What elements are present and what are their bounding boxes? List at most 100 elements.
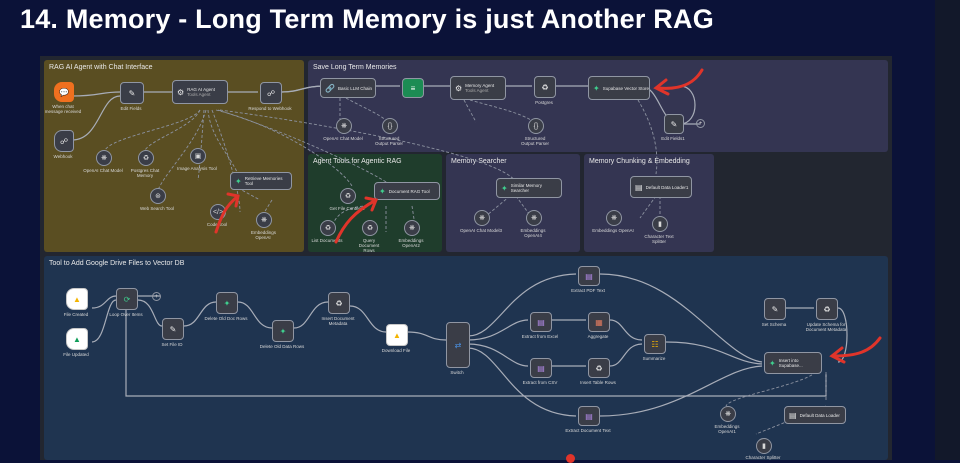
node-title: Memory Agent (465, 83, 495, 88)
node-label: Embeddings OpenAI2 (398, 238, 424, 248)
webhook-node[interactable]: ☍ (54, 130, 74, 152)
node-label: Delete Old Data Rows (259, 344, 305, 349)
embeddings-openai5-node[interactable]: ❋ (606, 210, 622, 226)
image-tool-node[interactable]: ▣ (190, 148, 206, 164)
loop-icon: ⟳ (123, 294, 131, 304)
extract-excel-node[interactable]: ▤ (530, 312, 552, 332)
node-title: Basic LLM Chain (337, 85, 372, 91)
insert-supabase-node[interactable]: ✦ Insert into Supabase... (764, 352, 822, 374)
embeddings-openai-node[interactable]: ❋ (256, 212, 272, 228)
set-file-id-node[interactable]: ✎ (162, 318, 184, 340)
embeddings-openai1-node[interactable]: ❋ (720, 406, 736, 422)
supabase-store-node[interactable]: ✦ Supabase Vector Store (588, 76, 650, 100)
set-schema-node[interactable]: ✎ (764, 298, 786, 320)
list-documents-node[interactable]: ♻ (320, 220, 336, 236)
openai-icon: ❋ (261, 217, 267, 224)
extract-pdf-node[interactable]: ▤ (578, 266, 600, 286)
database-icon: ♻ (595, 363, 603, 373)
file-icon: ▤ (585, 271, 593, 281)
node-title: Document RAG Tool (388, 188, 430, 194)
node-label: Embeddings OpenAI1 (714, 424, 740, 434)
download-file-node[interactable]: ▲ (386, 324, 408, 346)
chat-trigger-node[interactable]: 💬 (54, 82, 74, 102)
openai-chat3-node[interactable]: ❋ (474, 210, 490, 226)
similar-memory-node[interactable]: ✦ Similar Memory Searcher (496, 178, 562, 198)
document-rag-tool-node[interactable]: ✦ Document RAG Tool (374, 182, 440, 200)
node-label: Switch (450, 370, 464, 375)
node-title: Retrieve Memories Tool (244, 176, 283, 186)
loop-over-items-node[interactable]: ⟳ (116, 288, 138, 310)
node-title: Supabase Vector Store (602, 85, 649, 91)
node-label: Summarize (642, 356, 666, 361)
file-icon: ▤ (537, 317, 545, 327)
postgres-node[interactable]: ♻ (534, 76, 556, 98)
extract-doc-text-node[interactable]: ▤ (578, 406, 600, 426)
structured-parser-node[interactable]: {} (382, 118, 398, 134)
node-label: Update Schema for Document Metadata (805, 322, 847, 332)
summarize-node[interactable]: ☷ (644, 334, 666, 354)
openai-icon: ❋ (531, 215, 537, 222)
node-label: Character Splitter (745, 455, 781, 460)
switch-node[interactable]: ⇄ (446, 322, 470, 368)
web-search-node[interactable]: ⊛ (150, 188, 166, 204)
embeddings-openai2-node[interactable]: ❋ (404, 220, 420, 236)
section-save-memories: Save Long Term Memories (308, 60, 888, 152)
merge-icon: ≡ (410, 83, 416, 93)
embeddings-openai4-node[interactable]: ❋ (526, 210, 542, 226)
delete-doc-rows-node[interactable]: ✦ (216, 292, 238, 314)
char-splitter-node[interactable]: ▮ (652, 216, 668, 232)
add-node-button[interactable]: + (696, 119, 705, 128)
postgres-memory-node[interactable]: ♻ (138, 150, 154, 166)
node-subtitle: Tools Agent (465, 88, 489, 93)
node-label: Download File (381, 348, 411, 353)
query-doc-rows-node[interactable]: ♻ (362, 220, 378, 236)
database-icon: ♻ (823, 304, 831, 314)
openai-chat2-node[interactable]: ❋ (336, 118, 352, 134)
supabase-icon: ✦ (593, 83, 600, 93)
node-label: Edit Fields1 (661, 136, 685, 141)
file-created-trigger[interactable]: ▲ (66, 288, 88, 310)
add-node-button[interactable]: + (152, 292, 161, 301)
annotation-arrows (214, 68, 882, 364)
pencil-icon: ✎ (670, 119, 678, 129)
vector-icon: ✦ (279, 326, 287, 336)
edit-fields1-node[interactable]: ✎ (664, 114, 684, 134)
file-updated-trigger[interactable]: ▲ (66, 328, 88, 350)
aggregate-node[interactable]: ▦ (588, 312, 610, 332)
vector-icon: ✦ (379, 186, 386, 196)
insert-table-rows-node[interactable]: ♻ (588, 358, 610, 378)
code-icon: {} (533, 122, 539, 130)
robot-icon: ⚙ (177, 87, 185, 97)
section-title: Agent Tools for Agentic RAG (313, 158, 402, 165)
structured-parser2-node[interactable]: {} (528, 118, 544, 134)
default-data-loader-node[interactable]: ▤ Default Data Loader (784, 406, 846, 424)
node-label: Insert Document Metadata (321, 316, 355, 326)
default-loader1-node[interactable]: ▤ Default Data Loader1 (630, 176, 692, 198)
openai-icon: ❋ (725, 411, 731, 418)
edit-fields-node[interactable]: ✎ (120, 82, 144, 104)
get-file-contents-node[interactable]: ♻ (340, 188, 356, 204)
respond-webhook-node[interactable]: ☍ (260, 82, 282, 104)
node-label: Insert Table Rows (580, 380, 616, 385)
node-label: File Updated (63, 352, 89, 357)
node-label: Extract from CSV (522, 380, 558, 385)
node-label: Structured Output Parser (520, 136, 549, 146)
node-label: Loop Over Items (109, 312, 143, 317)
extract-csv-node[interactable]: ▤ (530, 358, 552, 378)
update-schema-node[interactable]: ♻ (816, 298, 838, 320)
retrieve-memories-node[interactable]: ✦ Retrieve Memories Tool (230, 172, 292, 190)
insert-metadata-node[interactable]: ♻ (328, 292, 350, 314)
database-icon: ♻ (335, 298, 343, 308)
merge-node[interactable]: ≡ (402, 78, 424, 98)
char-splitter2-node[interactable]: ▮ (756, 438, 772, 454)
workflow-canvas[interactable]: RAG AI Agent with Chat Interface Save Lo… (40, 56, 892, 460)
node-label: List Documents (311, 238, 343, 243)
basic-llm-chain-node[interactable]: 🔗 Basic LLM Chain (320, 78, 376, 98)
openai-chat-node[interactable]: ❋ (96, 150, 112, 166)
delete-data-rows-node[interactable]: ✦ (272, 320, 294, 342)
node-label: When chat message received (44, 104, 82, 114)
openai-icon: ❋ (611, 215, 617, 222)
database-icon: ♻ (541, 82, 549, 92)
